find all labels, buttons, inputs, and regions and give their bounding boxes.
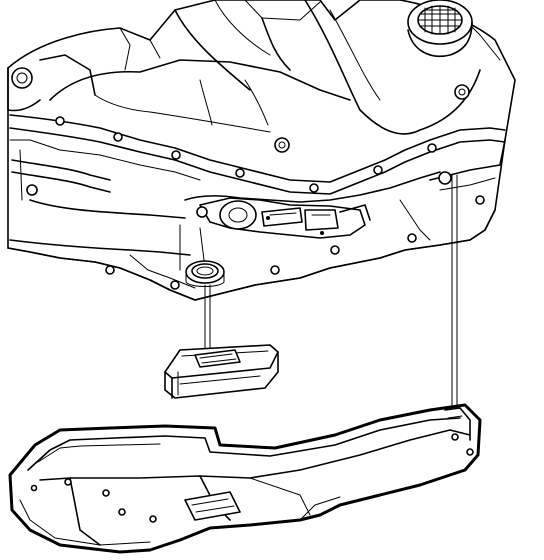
output-shaft: [407, 0, 473, 57]
connector-pan-to-case: [451, 174, 458, 406]
oil-pan: [8, 403, 482, 554]
oil-seal: [185, 260, 225, 287]
case-bolt-holes: [55, 84, 485, 290]
transmission-case: [7, 0, 516, 301]
pan-bolt-holes: [30, 433, 474, 523]
solenoid-connector: [196, 197, 371, 239]
oil-filter: [164, 344, 279, 399]
connector-seal-to-filter: [204, 284, 211, 351]
